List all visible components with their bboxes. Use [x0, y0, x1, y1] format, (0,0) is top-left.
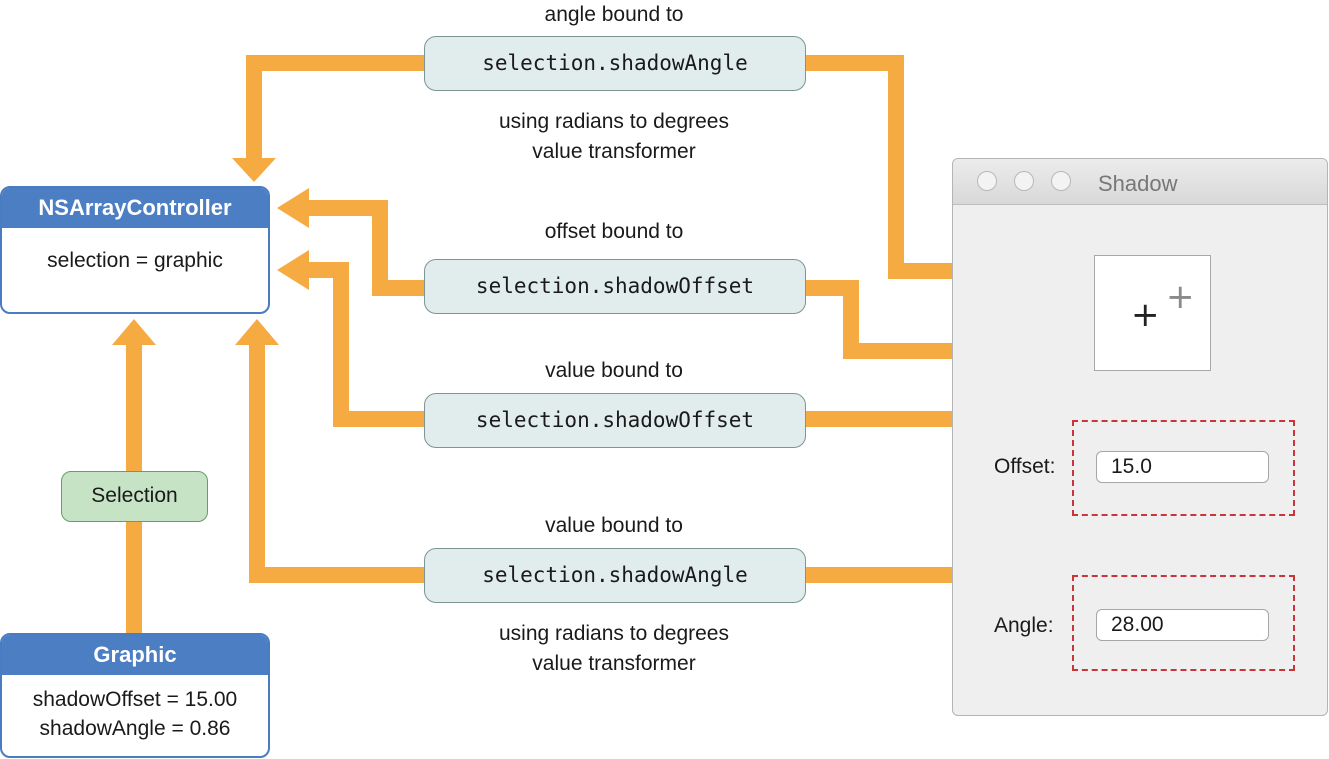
plus-icon: +: [1131, 295, 1160, 335]
array-controller-box: NSArrayController selection = graphic: [0, 186, 270, 314]
minimize-button[interactable]: [1014, 171, 1034, 191]
shadow-plus-icon: +: [1166, 277, 1195, 317]
window-title: Shadow: [1098, 171, 1178, 196]
graphic-title: Graphic: [2, 635, 268, 675]
transformer-caption: using radians to degrees: [499, 622, 729, 645]
arrowhead-down: [232, 158, 276, 182]
close-button[interactable]: [977, 171, 997, 191]
offset-field[interactable]: 15.0: [1096, 451, 1269, 483]
arrowhead-up: [235, 319, 279, 345]
angle-field[interactable]: 28.00: [1096, 609, 1269, 641]
binding-key-path: selection.shadowOffset: [424, 393, 806, 448]
zoom-button[interactable]: [1051, 171, 1071, 191]
binding-key-path: selection.shadowAngle: [424, 36, 806, 91]
arrow-angle-binding-to-controller: [246, 55, 425, 158]
binding-key-path: selection.shadowOffset: [424, 259, 806, 314]
binding-caption-offset: offset bound to: [544, 220, 684, 243]
selection-pill: Selection: [61, 471, 208, 522]
graphic-shadow-angle: shadowAngle = 0.86: [39, 717, 231, 740]
arrowhead-left: [277, 188, 309, 228]
arrow-angle-value-to-controller: [249, 345, 425, 583]
angle-label: Angle:: [994, 614, 1054, 637]
graphic-properties: shadowOffset = 15.00 shadowAngle = 0.86: [2, 675, 268, 743]
arrow-offset-value-to-controller: [309, 262, 425, 427]
arrowhead-up: [112, 319, 156, 345]
arrow-offset-binding-to-controller: [309, 200, 425, 296]
graphic-shadow-offset: shadowOffset = 15.00: [32, 688, 238, 711]
angle-highlight: [1072, 575, 1295, 671]
array-controller-title: NSArrayController: [2, 188, 268, 228]
offset-highlight: [1072, 420, 1295, 516]
offset-label: Offset:: [994, 455, 1056, 478]
transformer-caption: value transformer: [532, 140, 696, 163]
arrowhead-left: [277, 250, 309, 290]
binding-key-path: selection.shadowAngle: [424, 548, 806, 603]
binding-caption-angle: angle bound to: [544, 3, 684, 26]
window-titlebar: Shadow: [953, 159, 1327, 205]
shadow-preview: + +: [1094, 255, 1211, 371]
transformer-caption: using radians to degrees: [499, 110, 729, 133]
shadow-window: Shadow + + Offset: 15.0 Angle: 28.00: [952, 158, 1328, 716]
binding-caption-value: value bound to: [545, 359, 683, 382]
graphic-box: Graphic shadowOffset = 15.00 shadowAngle…: [0, 633, 270, 758]
transformer-caption: value transformer: [532, 652, 696, 675]
binding-caption-value: value bound to: [545, 514, 683, 537]
array-controller-content: selection = graphic: [47, 249, 223, 272]
